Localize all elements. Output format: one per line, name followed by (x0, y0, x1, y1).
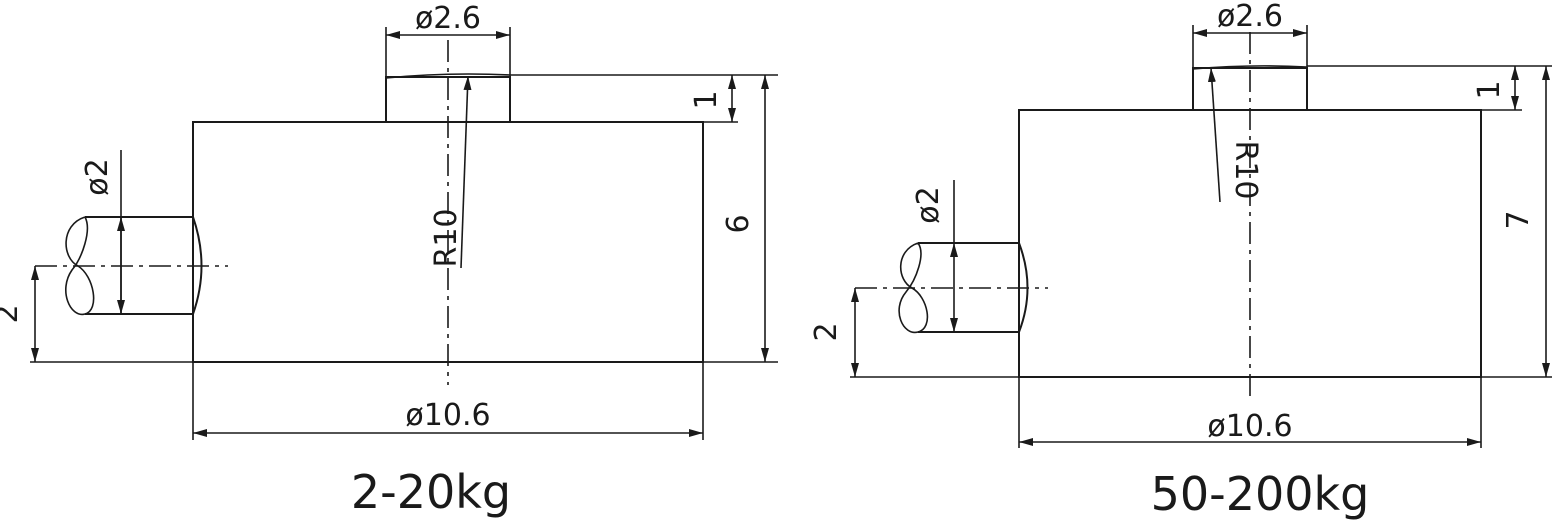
body-diameter-label: ø10.6 (405, 398, 490, 433)
drawing-caption: 50-200kg (1151, 467, 1370, 521)
pin-diameter-label: ø2 (911, 186, 946, 223)
dome-arc (385, 73, 511, 79)
radius-label: R10 (429, 208, 464, 267)
pin-diameter-label: ø2 (80, 158, 115, 195)
pin-offset-label: 2 (809, 322, 844, 341)
dome-arc (1192, 65, 1308, 70)
break-symbol (65, 216, 95, 316)
drawing-caption: 2-20kg (351, 465, 511, 519)
radius-label: R10 (1228, 140, 1263, 199)
height-total-label: 6 (721, 214, 756, 233)
break-symbol (898, 242, 929, 334)
height-total-label: 7 (1501, 210, 1536, 229)
top-diameter-label: ø2.6 (1217, 0, 1283, 34)
height-small-label: 1 (689, 90, 724, 109)
radius-leader (460, 75, 472, 269)
top-diameter-label: ø2.6 (415, 1, 481, 36)
height-small-label: 1 (1472, 80, 1507, 99)
pin-offset-label: 2 (0, 304, 25, 323)
radius-leader (1207, 67, 1221, 203)
drawing-50-200kg: ø2.6 R10 1 7 ø2 2 ø10.6 50-200kg (809, 0, 1552, 521)
drawing-2-20kg: ø2.6 R10 1 6 ø2 2 ø10.6 2-20kg (0, 1, 778, 519)
body-diameter-label: ø10.6 (1207, 409, 1292, 444)
